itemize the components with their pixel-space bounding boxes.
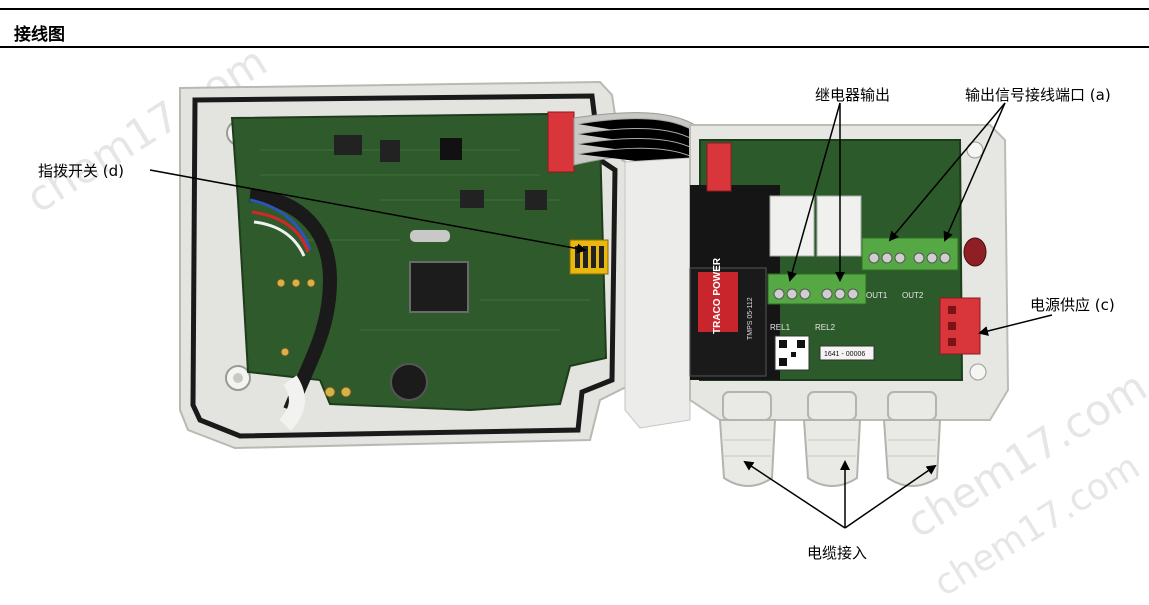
callout-relay-output: 继电器输出	[815, 86, 891, 104]
output-terminal-block: OUT1 OUT2	[861, 237, 959, 300]
out1-label: OUT1	[866, 291, 888, 300]
out2-label: OUT2	[902, 291, 924, 300]
io-pcb: TRACO POWER TMPS 05-112 REL1 REL2 OUT1 O…	[689, 139, 987, 381]
top-rule	[0, 8, 1149, 10]
traco-brand: TRACO POWER	[712, 257, 723, 334]
relay-terminal-block: REL1 REL2	[767, 273, 867, 332]
relay1-label: REL1	[770, 323, 791, 332]
ribbon-connector-right	[706, 142, 732, 192]
cable-glands	[718, 391, 942, 487]
relay-1	[769, 195, 815, 257]
section-title: 接线图	[14, 25, 65, 45]
serial-label: 1641 - 00006	[824, 351, 865, 358]
callout-signal-output: 输出信号接线端口 (a)	[965, 86, 1111, 104]
traco-model: TMPS 05-112	[747, 297, 754, 340]
ribbon-connector-left	[547, 111, 575, 173]
power-connector	[939, 297, 981, 355]
callout-cable-entry: 电缆接入	[807, 544, 868, 562]
sensor-cable	[249, 188, 338, 431]
relay-2	[816, 195, 862, 257]
callout-arrows	[149, 102, 1053, 529]
main-pcb	[230, 111, 609, 412]
main-chip	[409, 261, 469, 313]
device-photo: TRACO POWER TMPS 05-112 REL1 REL2 OUT1 O…	[149, 80, 1053, 529]
callout-dip-switch: 指拨开关 (d)	[38, 162, 124, 180]
title-rule	[0, 46, 1149, 48]
callout-power-supply: 电源供应 (c)	[1030, 296, 1115, 314]
traco-power-module: TRACO POWER TMPS 05-112	[689, 257, 767, 377]
relay2-label: REL2	[815, 323, 836, 332]
